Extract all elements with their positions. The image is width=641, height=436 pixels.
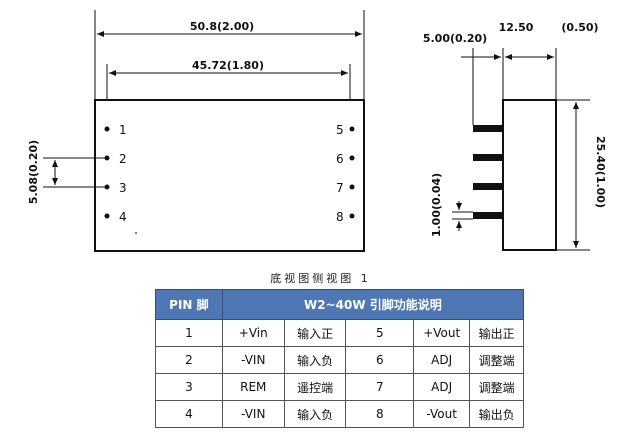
table-row: 3 REM 遥控端 7 ADJ 调整端 xyxy=(155,373,524,401)
pin-1-dot xyxy=(104,126,110,132)
cell-pin-b: 8 xyxy=(345,400,415,428)
side-pin-1 xyxy=(473,125,503,132)
pin-8-label: 8 xyxy=(336,210,344,224)
cell-name-b: +Vout xyxy=(413,319,471,347)
pin-3-dot xyxy=(104,184,110,190)
height-label: 25.40(1.00) xyxy=(594,136,607,208)
cell-desc-b: 调整端 xyxy=(469,346,524,374)
cell-desc-a: 遥控端 xyxy=(283,373,347,401)
table-row: 2 -VIN 输入负 6 ADJ 调整端 xyxy=(155,346,524,374)
cell-pin-b: 5 xyxy=(345,319,415,347)
cell-desc-a: 输入负 xyxy=(283,400,347,428)
table-header-row: PIN 脚 W2~40W 引脚功能说明 xyxy=(155,289,525,320)
pin-4-dot xyxy=(104,213,110,219)
pin-3-label: 3 xyxy=(119,181,127,195)
pin-function-table: PIN 脚 W2~40W 引脚功能说明 1 +Vin 输入正 5 +Vout 输… xyxy=(155,289,525,428)
cell-pin-a: 1 xyxy=(155,319,223,347)
side-pin-4 xyxy=(473,212,503,219)
module-body-bottom xyxy=(94,99,365,252)
pin-dia-label: 1.00(0.04) xyxy=(430,173,443,237)
pin-5-dot xyxy=(349,126,355,132)
overall-width-label: 50.8(2.00) xyxy=(190,20,254,33)
cell-desc-a: 输入负 xyxy=(283,346,347,374)
header-pin: PIN 脚 xyxy=(155,289,223,320)
pin-7-dot xyxy=(349,184,355,190)
pin-5-label: 5 xyxy=(336,123,344,137)
cell-name-b: ADJ xyxy=(413,373,471,401)
cell-name-b: -Vout xyxy=(413,400,471,428)
side-pin-3 xyxy=(473,183,503,190)
pin-2-dot xyxy=(104,155,110,161)
cell-desc-b: 调整端 xyxy=(469,373,524,401)
pin-8-dot xyxy=(349,213,355,219)
pin-7-label: 7 xyxy=(336,181,344,195)
cell-name-a: REM xyxy=(221,373,285,401)
side-depth-label: 12.50 xyxy=(499,21,534,34)
side-view: 5.00(0.20) 12.50 (0.50) 25.40(1.00) 1.00… xyxy=(423,21,607,251)
table-row: 4 -VIN 输入负 8 -Vout 输出负 xyxy=(155,400,524,428)
pin-span-label: 45.72(1.80) xyxy=(192,59,264,72)
bottom-view: 50.8(2.00) 45.72(1.80) 5.08(0.20) 1 2 3 … xyxy=(27,10,365,252)
orientation-mark xyxy=(135,232,137,234)
cell-name-a: -VIN xyxy=(221,346,285,374)
figure-caption: 底视图侧视图 1 xyxy=(270,272,371,285)
cell-name-a: +Vin xyxy=(221,319,285,347)
cell-pin-a: 2 xyxy=(155,346,223,374)
module-body-side xyxy=(502,99,557,251)
cell-pin-a: 4 xyxy=(155,400,223,428)
cell-pin-b: 6 xyxy=(345,346,415,374)
table-row: 1 +Vin 输入正 5 +Vout 输出正 xyxy=(155,319,524,347)
side-pin-2 xyxy=(473,154,503,161)
cell-name-a: -VIN xyxy=(221,400,285,428)
pin-1-label: 1 xyxy=(119,123,127,137)
cell-desc-a: 输入正 xyxy=(283,319,347,347)
cell-desc-b: 输出正 xyxy=(469,319,524,347)
pin-6-label: 6 xyxy=(336,152,344,166)
cell-pin-b: 7 xyxy=(345,373,415,401)
cell-desc-b: 输出负 xyxy=(469,400,524,428)
pin-pitch-label: 5.08(0.20) xyxy=(27,140,40,204)
cell-name-b: ADJ xyxy=(413,346,471,374)
side-depth-inch-label: (0.50) xyxy=(561,21,598,34)
header-function: W2~40W 引脚功能说明 xyxy=(221,289,525,320)
mechanical-drawing: 50.8(2.00) 45.72(1.80) 5.08(0.20) 1 2 3 … xyxy=(27,10,607,252)
pin-4-label: 4 xyxy=(119,210,127,224)
pin-2-label: 2 xyxy=(119,152,127,166)
pin-length-label: 5.00(0.20) xyxy=(423,32,487,45)
cell-pin-a: 3 xyxy=(155,373,223,401)
pin-6-dot xyxy=(349,155,355,161)
